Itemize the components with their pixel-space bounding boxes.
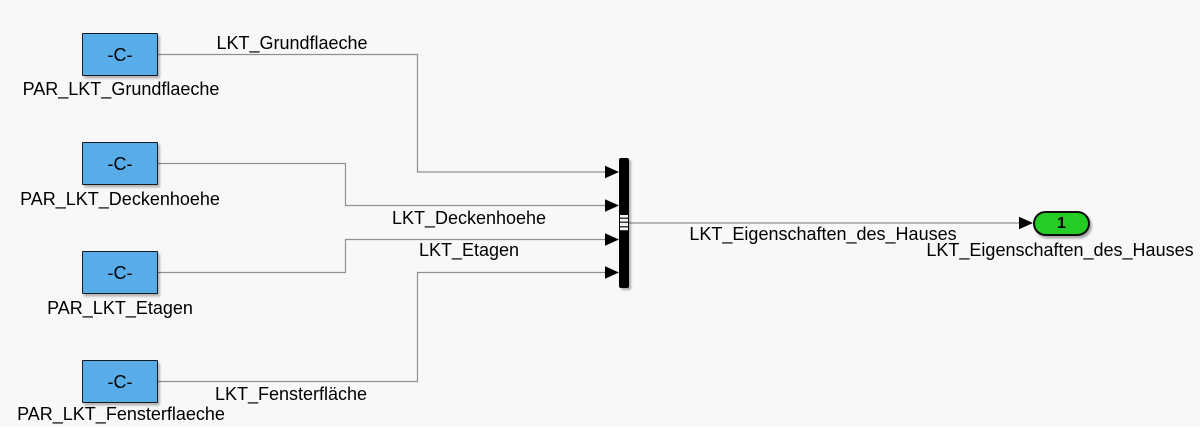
block-name-etagen: PAR_LKT_Etagen [47,298,193,318]
constant-block-etagen[interactable]: -C- [82,251,158,294]
wire-fensterflaeche[interactable] [158,266,619,383]
constant-block-deckenhoehe[interactable]: -C- [82,142,158,185]
constant-block-fensterflaeche[interactable]: -C- [82,360,158,403]
wire-etagen[interactable] [158,233,619,274]
outport-number: 1 [1057,214,1066,232]
block-name-deckenhoehe: PAR_LKT_Deckenhoehe [20,189,220,209]
signal-label-eigenschaften-des-hauses: LKT_Eigenschaften_des_Hauses [689,224,957,244]
bus-creator-signal-icon [620,215,628,231]
constant-block-grundflaeche[interactable]: -C- [82,33,158,76]
outport-name-label: LKT_Eigenschaften_des_Hauses [926,240,1194,260]
signal-label-deckenhoehe: LKT_Deckenhoehe [391,208,547,228]
outport-block[interactable]: 1 [1033,211,1090,236]
block-name-fensterflaeche: PAR_LKT_Fensterflaeche [17,404,225,424]
constant-value: -C- [107,371,133,392]
signal-label-grundflaeche: LKT_Grundflaeche [216,33,368,53]
signal-label-fensterflaeche: LKT_Fensterfläche [214,384,368,404]
canvas-bottom-edge [0,427,1200,432]
wire-eigenschaften-des-hauses[interactable] [629,216,1033,230]
constant-value: -C- [107,153,133,174]
constant-value: -C- [107,44,133,65]
wire-grundflaeche[interactable] [158,53,619,179]
signal-label-etagen: LKT_Etagen [418,240,520,260]
constant-value: -C- [107,262,133,283]
wire-deckenhoehe[interactable] [158,162,619,212]
block-name-grundflaeche: PAR_LKT_Grundflaeche [22,79,220,99]
